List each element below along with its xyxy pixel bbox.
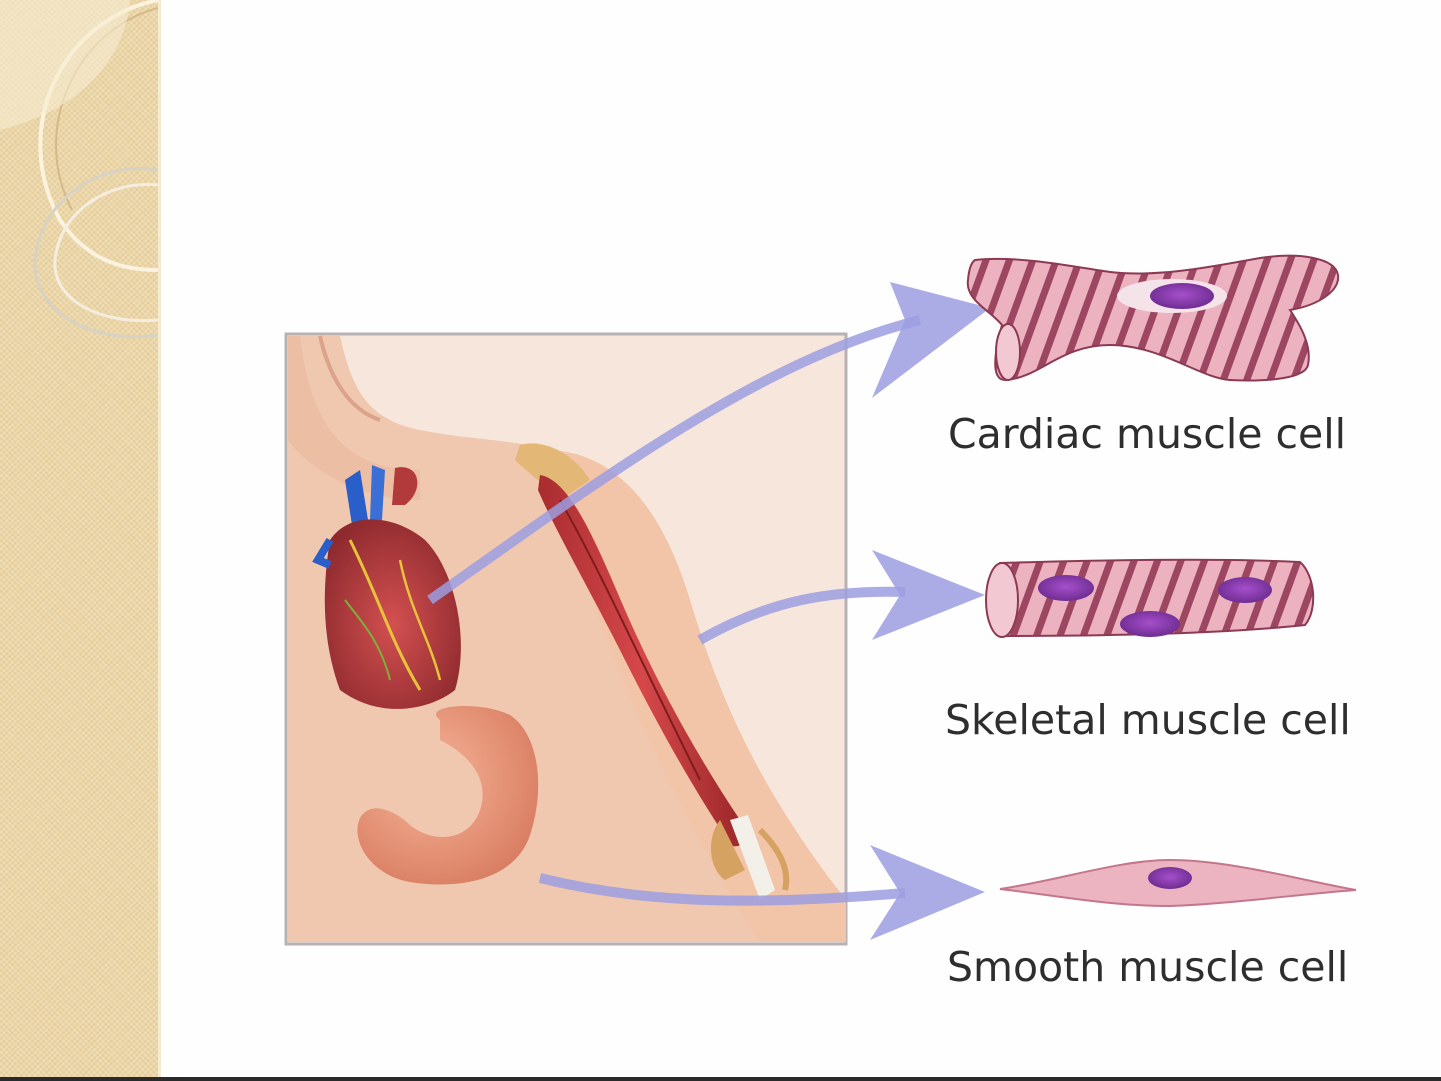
smooth-label: Smooth muscle cell — [947, 943, 1348, 991]
cardiac-cell-illustration — [968, 256, 1338, 381]
skeletal-cell-illustration — [986, 560, 1313, 637]
bottom-border — [0, 1077, 1441, 1081]
cardiac-label: Cardiac muscle cell — [948, 410, 1346, 458]
skeletal-label: Skeletal muscle cell — [945, 696, 1351, 744]
smooth-cell-illustration — [1000, 860, 1356, 906]
